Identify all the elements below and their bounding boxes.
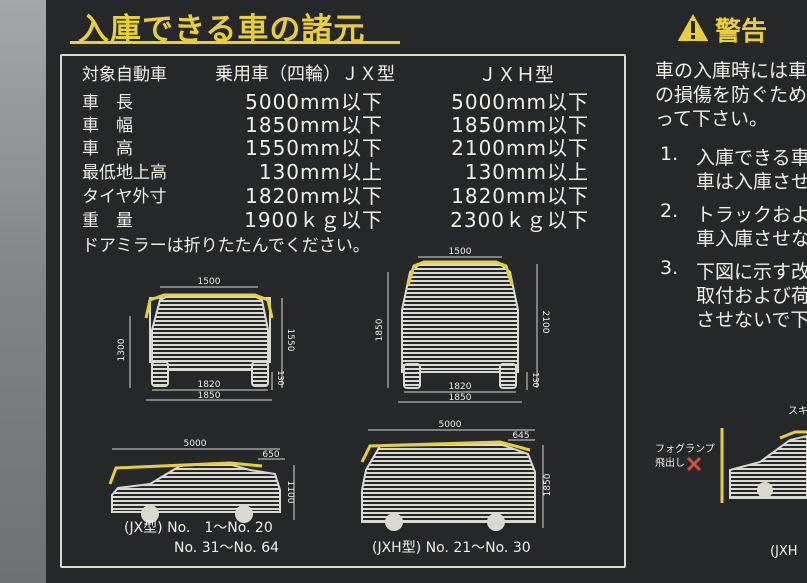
row-jxh-length: 5000mm以下 [451,90,589,114]
jx-front-left: 1300 [117,338,127,361]
header-col1: 乗用車（四輪）ＪＸ型 [215,64,395,85]
title-underline [70,41,400,44]
row-jx-width: 1850mm以下 [245,113,383,137]
jx-side-front: 650 [262,450,279,460]
row-jx-weight: 1900ｋｇ以下 [244,208,383,232]
warning-item-2-line-1: トラックおよ [696,204,807,226]
row-label-width: 車 幅 [82,116,133,136]
warning-line-3: って下さい。 [655,108,769,130]
row-jxh-clearance: 130mm以上 [464,160,589,184]
wall-background [0,0,46,583]
warning-item-3-line-3: させないで下 [696,309,807,331]
fog-lamp-diagram: フォグランプ 飛出し スキ (JXH [655,406,807,559]
warning-item-1-line-2: 車は入庫させ [696,171,807,193]
jx-side-diagram: 5000 650 1100 [108,439,295,523]
warning-item-1-line-1: 入庫できる車 [696,147,807,169]
jx-caption-1: (JX型) No. 1〜No. 20 [124,520,273,536]
jx-front-right: 1550 [285,329,295,352]
warning-item-2-line-2: 車入庫させな [696,228,807,250]
warning-item-3-num: 3. [660,257,679,279]
warning-item-1-num: 1. [660,143,679,165]
jxh-front-diagram: 1500 1850 2100 130 1820 1850 [375,247,550,403]
fog-label-2: 飛出し [655,456,685,469]
row-jxh-height: 2100mm以下 [451,136,589,160]
jxh-front-left: 1850 [375,318,385,341]
header-col2: ＪＸＨ型 [478,64,555,86]
row-label-tire: タイヤ外寸 [82,187,167,207]
jx-caption-2: No. 31〜No. 64 [174,540,279,556]
row-jxh-weight: 2300ｋｇ以下 [450,208,589,232]
warning-line-1: 車の入庫時には車 [655,60,807,82]
jx-side-height: 1100 [285,481,295,504]
jxh-side-length: 5000 [439,420,462,430]
jxh-front-top: 1500 [449,247,472,257]
warning-triangle-icon [674,10,712,43]
row-jx-height: 1550mm以下 [245,136,383,160]
jx-side-length: 5000 [184,439,207,449]
warning-title: 警告 [715,17,768,47]
jx-front-top: 1500 [198,277,221,287]
jx-front-tire: 1820 [198,380,221,390]
row-label-height: 車 高 [82,139,133,159]
jxh-side-height: 1850 [543,473,553,496]
warning-line-2: の損傷を防ぐため [655,84,807,106]
jxh-side-front: 645 [512,431,529,441]
row-jxh-width: 1850mm以下 [451,113,589,137]
jxh-front-tire: 1820 [449,382,472,392]
row-label-clearance: 最低地上高 [82,163,167,183]
warning-item-2-num: 2. [660,200,679,222]
row-jx-clearance: 130mm以上 [258,160,383,184]
header-label: 対象自動車 [82,65,167,85]
row-label-weight: 重 量 [82,211,133,231]
jx-front-width: 1850 [198,391,221,401]
jxh-front-right: 2100 [540,311,550,334]
jxh-caption: (JXH型) No. 21〜No. 30 [372,540,531,556]
row-jx-length: 5000mm以下 [245,90,383,114]
bottom-label: (JXH [770,544,798,559]
jx-front-diagram: 1500 1300 1550 130 1820 1850 [117,277,295,401]
warning-item-3-line-2: 取付および荷 [696,285,807,307]
jxh-front-clearance: 130 [531,372,540,387]
warning-item-3-line-1: 下図に示す改 [696,261,807,283]
row-jxh-tire: 1820mm以下 [451,184,589,208]
fog-label-1: フォグランプ [655,442,715,455]
row-label-length: 車 長 [82,93,133,113]
jxh-side-diagram: 5000 645 1850 [360,420,553,531]
row-jx-tire: 1820mm以下 [245,184,383,208]
jxh-front-width: 1850 [449,393,472,403]
mirror-note: ドアミラーは折りたたんでください。 [82,236,370,256]
ski-label: スキ [788,406,807,417]
jx-front-clearance: 130 [276,370,285,385]
spec-box [60,54,626,568]
